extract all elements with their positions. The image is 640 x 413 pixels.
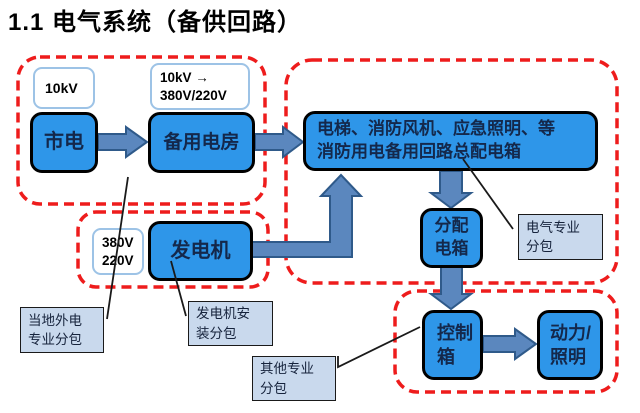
node-city-power: 市电 xyxy=(30,112,98,173)
node-main-distribution-box: 电梯、消防风机、应急照明、等 消防用电备用回路总配电箱 xyxy=(303,111,598,171)
node-city-power-label: 市电 xyxy=(44,131,84,153)
arrow-dist-box-to-control-box xyxy=(428,266,474,311)
label-other-subcontract: 其他专业 分包 xyxy=(252,356,336,401)
label-electrical-subcontract-line1: 电气专业 xyxy=(526,219,580,235)
node-main-distribution-box-line2: 消防用电备用回路总配电箱 xyxy=(317,142,521,161)
node-distribution-box: 分配 电箱 xyxy=(420,208,483,268)
page-title: 1.1 电气系统（备供回路） xyxy=(8,9,303,36)
tag-380v-220v: 380V 220V xyxy=(92,228,144,275)
node-generator-label: 发电机 xyxy=(170,239,231,262)
tag-10kv: 10kV xyxy=(33,67,95,109)
connector-line-other-label-to-control-box xyxy=(337,326,421,369)
tag-10kv-label: 10kV xyxy=(45,79,78,96)
arrow-generator-to-main-box xyxy=(250,173,364,258)
label-local-external-power-line2: 专业分包 xyxy=(28,332,82,347)
arrow-control-box-to-power-lighting xyxy=(482,327,538,361)
node-control-box-line1: 控制 xyxy=(437,322,473,343)
node-backup-room: 备用电房 xyxy=(148,112,255,173)
node-control-box-line2: 箱 xyxy=(437,347,455,367)
arrow-backup-room-to-main-box xyxy=(254,125,305,159)
node-backup-room-label: 备用电房 xyxy=(163,131,240,153)
tag-380v-220v-line1: 380V xyxy=(102,234,134,250)
node-power-lighting: 动力/ 照明 xyxy=(537,310,603,380)
label-other-subcontract-line1: 其他专业 xyxy=(260,361,314,377)
label-generator-install-line1: 发电机安 xyxy=(196,306,250,322)
tag-10kv-to-380v-220v-line2: 380V/220V xyxy=(160,87,227,103)
label-electrical-subcontract: 电气专业 分包 xyxy=(518,214,603,260)
label-local-external-power-subcontract: 当地外电 专业分包 xyxy=(20,307,104,353)
node-generator: 发电机 xyxy=(148,221,253,281)
node-power-lighting-line1: 动力/ xyxy=(550,322,592,343)
arrow-main-box-to-dist-box xyxy=(428,170,474,210)
node-control-box: 控制 箱 xyxy=(422,310,483,380)
label-other-subcontract-line2: 分包 xyxy=(260,380,287,396)
label-electrical-subcontract-line2: 分包 xyxy=(526,239,553,254)
node-power-lighting-line2: 照明 xyxy=(550,347,586,367)
tag-10kv-to-380v-220v: 10kV → 380V/220V xyxy=(150,63,250,110)
tag-380v-220v-line2: 220V xyxy=(102,252,134,268)
label-local-external-power-line1: 当地外电 xyxy=(28,312,82,328)
label-generator-install-subcontract: 发电机安 装分包 xyxy=(188,301,273,346)
arrow-city-to-backup-room xyxy=(97,125,149,159)
node-distribution-box-line2: 电箱 xyxy=(434,239,469,258)
node-main-distribution-box-line1: 电梯、消防风机、应急照明、等 xyxy=(317,119,555,139)
label-generator-install-line2: 装分包 xyxy=(196,325,237,341)
node-distribution-box-line1: 分配 xyxy=(434,216,469,236)
tag-10kv-to-380v-220v-line1: 10kV → xyxy=(160,69,209,85)
